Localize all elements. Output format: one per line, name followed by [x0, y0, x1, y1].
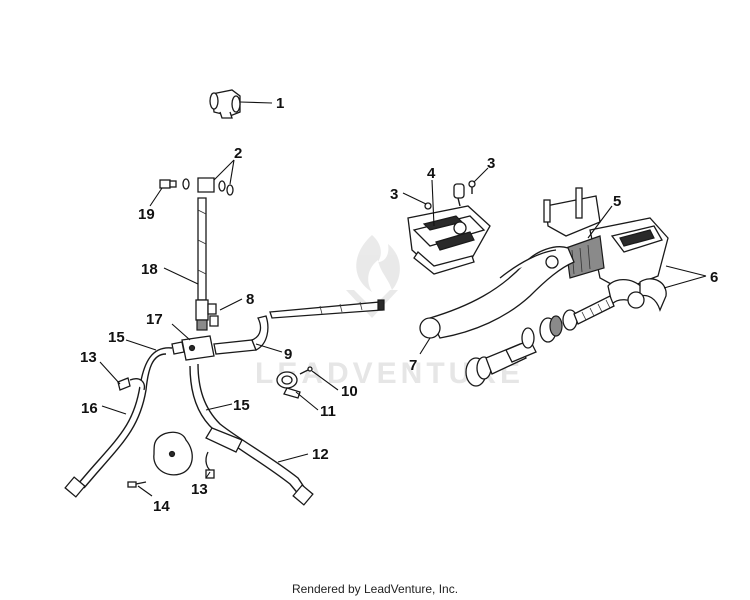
part-15-brake-hose: [189, 363, 314, 506]
part-1-tee-fitting: [209, 89, 241, 119]
svg-text:2: 2: [234, 145, 242, 162]
callout-18: 18: [141, 261, 199, 285]
part-3-screw-left: [424, 202, 432, 210]
callout-16: 16: [81, 400, 127, 417]
svg-text:7: 7: [409, 357, 417, 374]
callout-8: 8: [219, 291, 254, 311]
svg-text:9: 9: [284, 346, 292, 363]
part-4-reservoir-cover: [407, 183, 491, 275]
callout-13a: 13: [80, 349, 121, 385]
part-10-bolt: [299, 366, 313, 375]
render-credit: Rendered by LeadVenture, Inc.: [291, 582, 459, 596]
part-13-hose-clip-lower: [205, 451, 215, 479]
svg-text:15: 15: [108, 329, 125, 346]
part-11-clamp: [276, 371, 301, 399]
svg-text:18: 18: [141, 261, 158, 278]
part-9-hose-fitting: [213, 299, 385, 355]
svg-text:12: 12: [312, 446, 329, 463]
svg-text:17: 17: [146, 311, 163, 328]
svg-text:3: 3: [487, 155, 495, 172]
callout-6: 6: [663, 265, 718, 289]
callout-15a: 15: [108, 329, 157, 351]
callout-3b: 3: [473, 155, 495, 183]
callout-12: 12: [277, 446, 329, 463]
svg-text:1: 1: [276, 95, 284, 112]
callout-11: 11: [295, 391, 336, 420]
callout-13b: 13: [191, 471, 211, 498]
callout-10: 10: [311, 370, 358, 400]
svg-text:4: 4: [427, 165, 436, 182]
svg-text:3: 3: [390, 186, 398, 203]
svg-text:11: 11: [320, 403, 336, 420]
pushrod-assembly: [465, 295, 615, 387]
callout-1: 1: [239, 95, 284, 112]
callout-3a: 3: [390, 186, 427, 205]
part-17-junction-block: [171, 335, 215, 361]
svg-text:13: 13: [191, 481, 208, 498]
part-18-brake-line: [195, 197, 209, 331]
callout-2: 2: [213, 145, 242, 185]
callout-17: 17: [146, 311, 191, 341]
svg-text:15: 15: [233, 397, 250, 414]
part-8-bleeder-valve: [207, 303, 219, 327]
flame-icon: [346, 235, 400, 318]
svg-text:14: 14: [153, 498, 170, 515]
callout-5: 5: [587, 193, 621, 239]
callout-15b: 15: [205, 397, 250, 414]
svg-text:5: 5: [613, 193, 621, 210]
part-14-bracket: [127, 431, 193, 488]
part-3-screw-right: [468, 180, 476, 194]
callout-19: 19: [138, 187, 163, 223]
svg-text:19: 19: [138, 206, 155, 223]
callouts: 1 2 3 3 4 5 6 7: [80, 95, 718, 515]
part-6-bar-clamp: [607, 278, 667, 312]
svg-text:13: 13: [80, 349, 97, 366]
svg-text:6: 6: [710, 269, 718, 286]
part-16-brake-hose: [64, 347, 173, 498]
svg-text:10: 10: [341, 383, 358, 400]
part-19-banjo-bolt: [159, 177, 234, 196]
part-13-hose-clip-left: [117, 377, 146, 391]
svg-text:8: 8: [246, 291, 254, 308]
callout-7: 7: [409, 337, 431, 374]
part-5-master-cylinder: [543, 187, 669, 291]
callout-4: 4: [427, 165, 436, 227]
part-7-brake-lever: [419, 246, 575, 339]
svg-text:16: 16: [81, 400, 98, 417]
callout-14: 14: [137, 485, 170, 515]
callout-9: 9: [255, 343, 292, 363]
